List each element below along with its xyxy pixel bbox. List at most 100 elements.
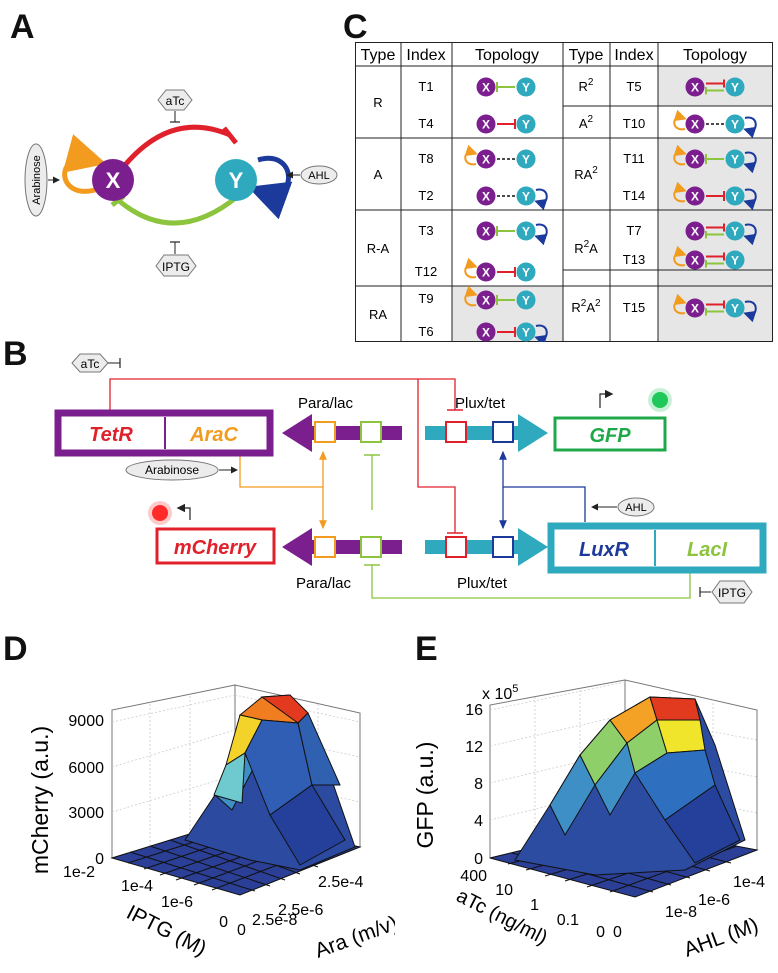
arabinose-ellipse-b bbox=[125, 459, 219, 481]
gfp-surface-plot: x 105 0 4 8 12 16 400 10 1 0.1 0 0 1e-8 … bbox=[412, 679, 765, 962]
e-zscale: x 105 bbox=[482, 683, 518, 703]
d-xtick-0: 0 bbox=[237, 922, 246, 939]
d-xlabel: Ara (m/v) bbox=[312, 912, 395, 963]
mcherry-dot bbox=[152, 505, 168, 521]
index-t7: T7 bbox=[626, 223, 641, 238]
index-t2: T2 bbox=[418, 188, 433, 203]
panel-b-circuit: aTc Arabinose AHL IPTG TetR AraC Para/la… bbox=[54, 353, 767, 604]
panel-a-network: X Y aTc IPTG AHL Arabinose bbox=[24, 89, 338, 277]
e-ztick-16: 16 bbox=[465, 702, 483, 719]
e-ytick-400: 400 bbox=[460, 868, 487, 885]
d-ztick-6000: 6000 bbox=[68, 760, 104, 777]
para-lac-arrow-bottom bbox=[282, 528, 402, 566]
atc-hexagon bbox=[157, 89, 193, 111]
para-lac-arrow-top bbox=[282, 414, 402, 452]
topology-t8 bbox=[465, 149, 536, 169]
node-y bbox=[215, 159, 257, 201]
index-t8: T8 bbox=[418, 151, 433, 166]
type-ra: RA bbox=[369, 307, 387, 322]
e-ytick-0.1: 0.1 bbox=[557, 912, 579, 929]
type-r2a2: R2A2 bbox=[571, 298, 601, 315]
header-index-2: Index bbox=[614, 47, 653, 64]
para-lac-label-bottom: Para/lac bbox=[296, 575, 352, 592]
index-t5: T5 bbox=[626, 79, 641, 94]
d-ytick-1e-4: 1e-4 bbox=[121, 878, 153, 895]
e-ytick-10: 10 bbox=[495, 882, 513, 899]
d-xtick-2.5e-4: 2.5e-4 bbox=[318, 874, 363, 891]
index-t4: T4 bbox=[418, 116, 433, 131]
svg-text:AHL: AHL bbox=[625, 502, 646, 514]
topology-table: X Y Type Index Topolog bbox=[355, 42, 773, 342]
gfp-dot bbox=[652, 392, 668, 408]
mcherry-reporter bbox=[155, 527, 276, 565]
e-xtick-1e-4: 1e-4 bbox=[733, 874, 765, 891]
index-t3: T3 bbox=[418, 223, 433, 238]
svg-text:IPTG: IPTG bbox=[718, 586, 746, 600]
header-type-2: Type bbox=[569, 47, 604, 64]
e-ztick-4: 4 bbox=[474, 813, 483, 830]
luxr-gene: LuxR bbox=[579, 539, 630, 561]
type-ra2: RA2 bbox=[574, 165, 598, 182]
type-r: R bbox=[373, 95, 382, 110]
d-ztick-0: 0 bbox=[95, 851, 104, 868]
index-t11: T11 bbox=[623, 151, 644, 166]
iptg-hexagon-b bbox=[711, 580, 753, 604]
luxr-wire bbox=[503, 486, 586, 522]
topology-t10 bbox=[674, 114, 756, 134]
mcherry-gene: mCherry bbox=[174, 537, 257, 559]
index-t1: T1 bbox=[418, 79, 433, 94]
para-lac-label-top: Para/lac bbox=[298, 395, 354, 412]
iptg-hexagon bbox=[155, 254, 197, 277]
d-ytick-1e-6: 1e-6 bbox=[161, 894, 193, 911]
arabinose-ellipse bbox=[24, 143, 48, 217]
index-t13: T13 bbox=[623, 252, 645, 267]
d-zlabel: mCherry (a.u.) bbox=[27, 726, 53, 874]
e-xtick-0: 0 bbox=[613, 924, 622, 941]
panel-d: D 0 bbox=[0, 625, 401, 968]
e-xtick-1e-8: 1e-8 bbox=[665, 904, 697, 921]
panel-a: A X Y aTc IPTG AHL bbox=[0, 0, 360, 300]
e-ytick-1: 1 bbox=[530, 897, 539, 914]
e-ytick-0: 0 bbox=[596, 924, 605, 941]
panel-a-label: A bbox=[10, 8, 35, 46]
gfp-gene: GFP bbox=[589, 425, 631, 447]
x-self-activation bbox=[62, 134, 107, 194]
type-a2: A2 bbox=[579, 114, 594, 131]
repression-y-to-x bbox=[116, 194, 240, 226]
plux-tet-arrow-bottom bbox=[425, 528, 548, 566]
ahl-ellipse bbox=[300, 165, 338, 185]
panel-b: B aTc Arabinose AHL bbox=[0, 330, 778, 620]
plux-tet-arrow-top bbox=[425, 414, 548, 452]
tetr-wire bbox=[109, 378, 456, 417]
header-index: Index bbox=[406, 47, 445, 64]
svg-text:aTc: aTc bbox=[166, 94, 185, 108]
laci-gene: LacI bbox=[687, 539, 727, 561]
plux-tet-label-bottom: Plux/tet bbox=[457, 575, 508, 592]
arac-gene: AraC bbox=[189, 424, 238, 446]
topology-t12 bbox=[465, 262, 536, 282]
index-t12: T12 bbox=[415, 264, 437, 279]
type-r2: R2 bbox=[579, 77, 594, 94]
d-ytick-1e-2: 1e-2 bbox=[63, 864, 95, 881]
node-x bbox=[92, 159, 134, 201]
svg-text:X: X bbox=[106, 168, 121, 193]
index-t10: T10 bbox=[623, 116, 645, 131]
type-a: A bbox=[374, 167, 383, 182]
e-xtick-1e-6: 1e-6 bbox=[698, 892, 730, 909]
repression-x-to-y bbox=[123, 124, 231, 167]
plux-tet-label-top: Plux/tet bbox=[455, 395, 506, 412]
panel-c: C X Y bbox=[340, 0, 778, 345]
e-ztick-0: 0 bbox=[474, 851, 483, 868]
type-r-a: R-A bbox=[367, 241, 390, 256]
panel-c-label: C bbox=[343, 8, 368, 46]
svg-text:Arabinose: Arabinose bbox=[31, 155, 43, 205]
svg-text:AHL: AHL bbox=[308, 170, 329, 182]
header-topology-2: Topology bbox=[683, 47, 747, 64]
luxr-laci-cassette bbox=[547, 522, 767, 574]
e-zlabel: GFP (a.u.) bbox=[412, 742, 438, 849]
arac-wire bbox=[239, 455, 323, 488]
mcherry-surface-plot: 0 3000 6000 9000 1e-2 1e-4 1e-6 0 0 2.5e… bbox=[27, 684, 401, 963]
topology-t1 bbox=[476, 77, 536, 97]
d-ztick-9000: 9000 bbox=[68, 713, 104, 730]
topology-t3 bbox=[476, 221, 547, 241]
